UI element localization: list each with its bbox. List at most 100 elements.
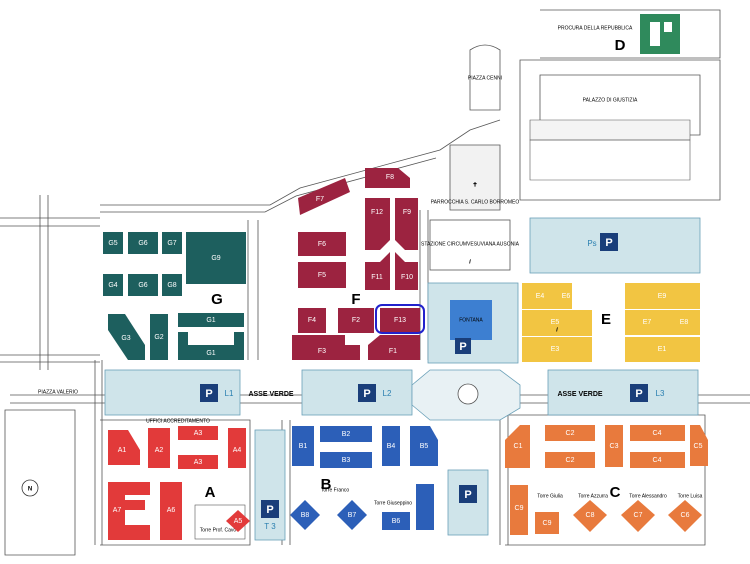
highlight-f13 (375, 304, 425, 334)
torre-giulia: Torre Giulia (537, 493, 563, 499)
hall-g2: G2 (154, 334, 163, 341)
svg-text:P: P (266, 504, 273, 516)
parking-l1-label: L1 (225, 389, 234, 398)
asse-verde-left: ASSE VERDE (248, 391, 293, 398)
hall-g6b: G6 (138, 282, 147, 289)
hall-c2b: C2 (566, 457, 575, 464)
hall-g3: G3 (121, 335, 130, 342)
hall-e3: E3 (551, 346, 560, 353)
north-label: N (28, 487, 32, 493)
svg-text:P: P (635, 388, 642, 400)
svg-text:P: P (464, 489, 471, 501)
ingresso-label: UFFICI ACCREDITAMENTO (146, 418, 210, 424)
hall-a3b: A3 (194, 459, 203, 466)
hall-b8: B8 (301, 512, 310, 519)
stazione-label: STAZIONE CIRCUMVESUVIANA AUSONIA (421, 241, 520, 247)
church: ✝ PARROCCHIA S. CARLO BORROMEO (431, 144, 520, 211)
stazione: STAZIONE CIRCUMVESUVIANA AUSONIA i (421, 219, 520, 271)
hall-f12: F12 (371, 209, 383, 216)
hall-b4: B4 (387, 443, 396, 450)
parking-ps-label: Ps (587, 239, 596, 248)
hall-c2: C2 (566, 430, 575, 437)
parrocchia-label: PARROCCHIA S. CARLO BORROMEO (431, 199, 520, 205)
zone-b-letter: B (321, 476, 332, 493)
hall-a3: A3 (194, 430, 203, 437)
torre-franco: Torre Franco (321, 487, 350, 493)
parking-t3: P T 3 (254, 429, 286, 541)
torre-giuseppino: Torre Giuseppino (374, 500, 412, 506)
north-arrow: N (21, 479, 39, 497)
hall-a4: A4 (233, 447, 242, 454)
hall-f2: F2 (352, 317, 360, 324)
svg-text:P: P (205, 388, 212, 400)
hall-f6: F6 (318, 241, 326, 248)
hall-a2: A2 (155, 447, 164, 454)
zone-a: A1 A2 A3 A3 A4 A7 A6 A Torre Prof. Cavo … (108, 426, 250, 540)
zone-c-letter: C (610, 484, 621, 501)
hall-f9: F9 (403, 209, 411, 216)
hall-f1: F1 (389, 348, 397, 355)
parking-l1-icon (200, 384, 218, 402)
zone-d: PROCURA DELLA REPUBBLICA D PALAZZO DI GI… (529, 14, 701, 181)
palazzo-label: PALAZZO DI GIUSTIZIA (583, 97, 638, 103)
hall-c8: C8 (586, 512, 595, 519)
asse-verde-right: ASSE VERDE (557, 391, 602, 398)
hall-f3: F3 (318, 348, 326, 355)
zone-f: F8 F7 F12 F9 F6 F5 F11 F10 F F4 F2 F13 F… (292, 168, 425, 360)
procura-label: PROCURA DELLA REPUBBLICA (558, 25, 633, 31)
torre-azzurra: Torre Azzurra (578, 493, 608, 499)
hall-c3: C3 (610, 443, 619, 450)
hall-a1: A1 (118, 447, 127, 454)
hall-f13: F13 (394, 317, 406, 324)
cross-icon: ✝ (472, 182, 477, 189)
zone-e: E4 E6 E5 i E3 E E9 E7 E8 E1 E2 (522, 283, 700, 362)
svg-text:P: P (459, 341, 466, 353)
parking-l1-area (104, 369, 241, 416)
hall-f11: F11 (371, 274, 383, 281)
parking-l3-area (547, 369, 699, 416)
hall-b5: B5 (420, 443, 429, 450)
zone-f-letter: F (351, 291, 360, 308)
parking-l3-label: L3 (656, 389, 665, 398)
fontana-pool (450, 300, 492, 340)
hall-g8: G8 (167, 282, 176, 289)
parking-center: P (447, 469, 489, 536)
asse-verde-band: P L1 ASSE VERDE P L2 ASSE VERDE P L3 (104, 369, 699, 421)
torre-luisa: Torre Luisa (678, 493, 703, 499)
hall-b7: B7 (348, 512, 357, 519)
hall-c6: C6 (681, 512, 690, 519)
zone-e-letter: E (601, 311, 611, 328)
hall-f5: F5 (318, 272, 326, 279)
piazza-label: PIAZZA CENNI (468, 75, 502, 81)
zone-d-letter: D (615, 37, 626, 54)
zone-a-letter: A (205, 484, 216, 501)
hall-c7: C7 (634, 512, 643, 519)
parking-ps-icon (600, 233, 618, 251)
hall-e9: E9 (658, 293, 667, 300)
zone-c: C1 C2 C3 C4 C5 C2 C4 C9 C9 Torre Giulia … (505, 425, 708, 535)
parking-l2-area (301, 369, 413, 416)
hall-g1: G1 (206, 317, 215, 324)
parking-l2-icon (358, 384, 376, 402)
hall-f10: F10 (401, 274, 413, 281)
hall-f7: F7 (316, 196, 324, 203)
hall-f4: F4 (308, 317, 316, 324)
hall-g4: G4 (108, 282, 117, 289)
parking-l3-icon (630, 384, 648, 402)
parking-l2-label: L2 (383, 389, 392, 398)
hall-a6: A6 (167, 507, 176, 514)
via-label: PIAZZA VALERIO (38, 389, 78, 395)
hall-f8: F8 (386, 174, 394, 181)
hall-e5: E5 (551, 319, 560, 326)
info-icon: i (469, 260, 471, 266)
zone-g-letter: G (211, 291, 223, 308)
hall-c9: C9 (543, 520, 552, 527)
parking-t3-label: T 3 (264, 522, 276, 531)
hall-c4: C4 (653, 430, 662, 437)
hall-g6: G6 (138, 240, 147, 247)
zone-b: B1 B2 B3 B4 B5 B B8 B7 Torre Franco Torr… (290, 426, 438, 530)
hall-e7: E7 (643, 319, 652, 326)
hall-b3: B3 (342, 457, 351, 464)
hall-c1: C1 (514, 443, 523, 450)
